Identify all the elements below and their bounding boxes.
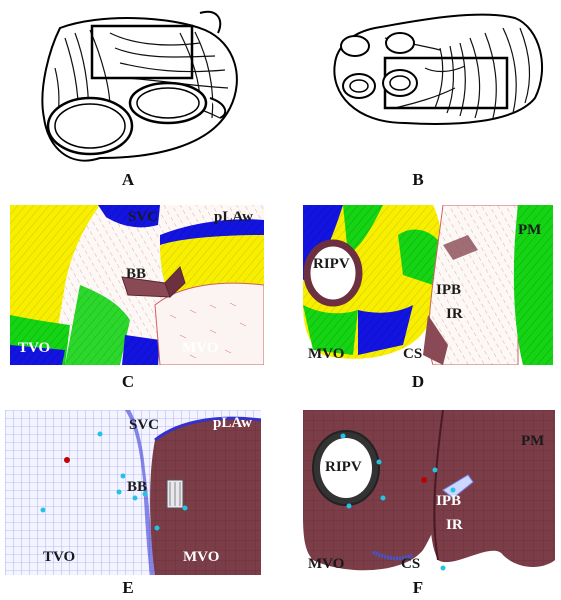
label-ripv-f: RIPV <box>325 459 362 475</box>
label-ipb: IPB <box>436 282 462 298</box>
label-ripv: RIPV <box>313 256 350 272</box>
panel-f-model: RIPV PM IPB IR MVO CS <box>303 410 555 575</box>
caption-d: D <box>411 372 425 391</box>
label-tvo: TVO <box>18 340 51 356</box>
label-mvo-e: MVO <box>183 549 220 565</box>
label-bb: BB <box>126 266 147 282</box>
panel-e-model: SVC pLAw BB TVO MVO <box>5 410 261 575</box>
label-plaw: pLAw <box>214 209 253 225</box>
panel-b-sketch <box>325 8 550 148</box>
caption-c: C <box>121 372 135 391</box>
label-bb-e: BB <box>127 479 148 495</box>
label-cs: CS <box>403 346 423 362</box>
caption-e: E <box>122 578 134 597</box>
label-svc-e: SVC <box>129 417 160 433</box>
label-tvo-e: TVO <box>43 549 76 565</box>
label-pm: PM <box>518 222 542 238</box>
panel-a-sketch <box>30 8 250 168</box>
label-ir-f: IR <box>446 517 463 533</box>
caption-b: B <box>412 170 424 189</box>
panel-d-model: RIPV PM IPB IR MVO CS <box>303 205 553 365</box>
label-svc: SVC <box>128 209 159 225</box>
label-mvo-d: MVO <box>308 346 345 362</box>
panel-c-model: SVC pLAw BB TVO MVO <box>10 205 264 365</box>
label-cs-f: CS <box>401 556 421 572</box>
label-mvo: MVO <box>182 340 219 356</box>
label-pm-f: PM <box>521 433 545 449</box>
label-ir: IR <box>446 306 463 322</box>
label-ipb-f: IPB <box>436 493 462 509</box>
label-plaw-e: pLAw <box>213 415 252 431</box>
caption-f: F <box>412 578 424 597</box>
label-mvo-f: MVO <box>308 556 345 572</box>
caption-a: A <box>121 170 135 189</box>
